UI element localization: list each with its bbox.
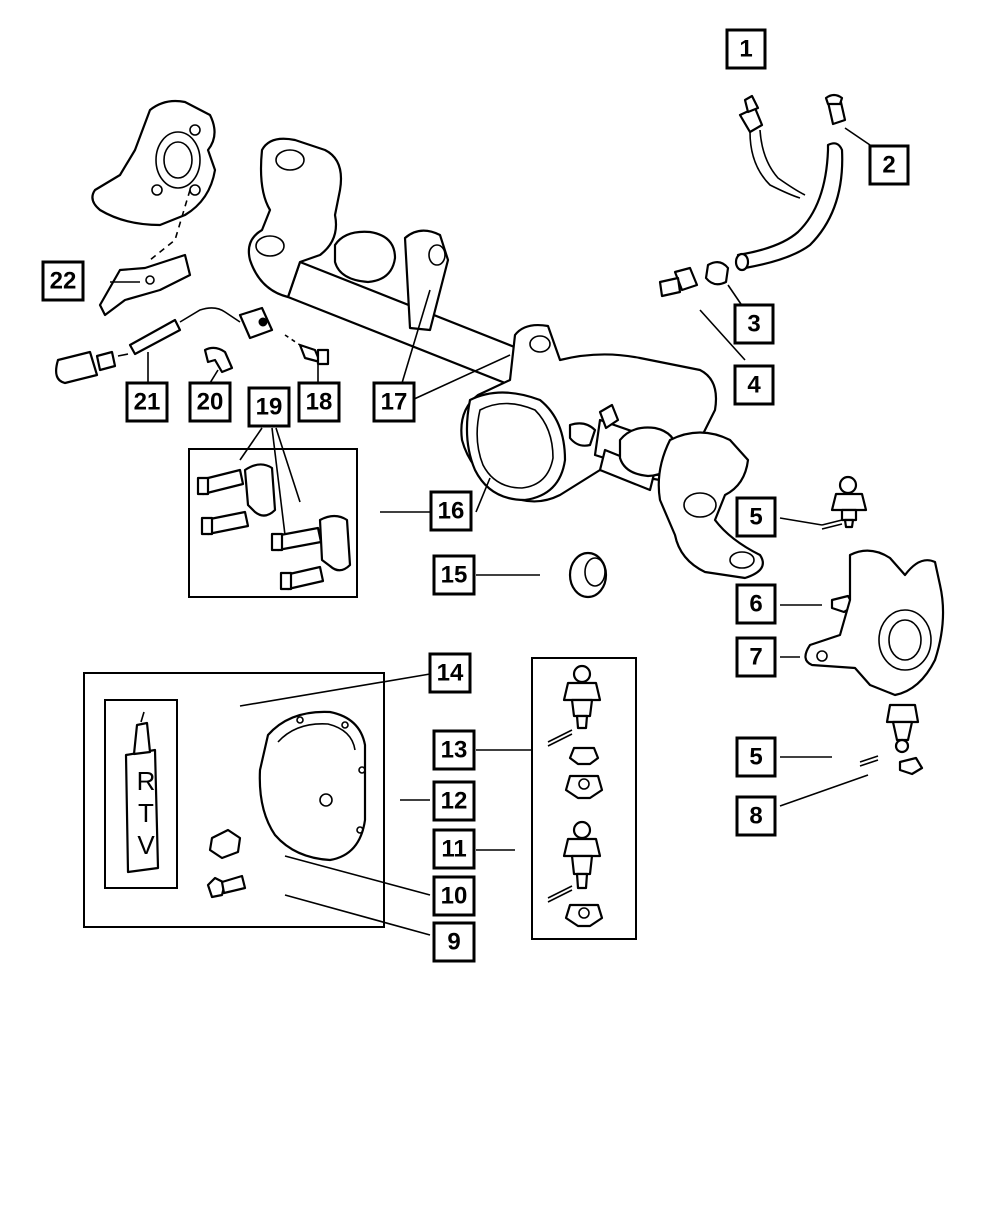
- callout-15: 15: [432, 554, 476, 596]
- callout-7: 7: [735, 636, 777, 678]
- svg-text:14: 14: [437, 660, 464, 687]
- bearing-caps-and-bolts: [196, 463, 352, 591]
- vent-fitting: [658, 266, 699, 298]
- rtv-letter-v: V: [137, 830, 155, 860]
- leader-lines: [110, 127, 871, 936]
- steering-knuckle-right: [804, 549, 945, 697]
- callout-8: 8: [735, 795, 777, 837]
- callout-21: 21: [125, 381, 169, 423]
- rtv-sealant-tube: R T V: [104, 699, 178, 889]
- callout-5-lower: 5: [735, 736, 777, 778]
- svg-text:18: 18: [306, 389, 333, 416]
- svg-text:9: 9: [447, 929, 460, 956]
- callout-22: 22: [41, 260, 85, 302]
- steering-knuckle-upper-left: [91, 99, 217, 261]
- svg-text:6: 6: [749, 591, 762, 618]
- hose-clamp: [704, 261, 730, 286]
- svg-text:22: 22: [50, 268, 77, 295]
- callout-6: 6: [735, 583, 777, 625]
- callout-3: 3: [733, 303, 775, 345]
- callout-14: 14: [428, 652, 472, 694]
- callout-5-upper: 5: [735, 496, 777, 538]
- differential-cover: [258, 710, 367, 862]
- callout-13: 13: [432, 729, 476, 771]
- cover-bolt: [206, 874, 247, 899]
- cotter-pin-lower: [859, 755, 879, 767]
- bolt-18: [284, 334, 330, 366]
- svg-text:20: 20: [197, 389, 224, 416]
- svg-text:3: 3: [747, 311, 760, 338]
- cover-kit-group-box: [83, 672, 385, 928]
- svg-text:8: 8: [749, 803, 762, 830]
- axle-seal: [568, 551, 608, 599]
- callout-1: 1: [725, 28, 767, 70]
- vent-tube: [734, 93, 847, 272]
- callout-20: 20: [188, 381, 232, 423]
- svg-text:19: 19: [256, 394, 283, 421]
- svg-text:21: 21: [134, 389, 161, 416]
- ball-joint-group-box: [531, 657, 637, 940]
- rtv-letter-r: R: [137, 766, 156, 796]
- callout-12: 12: [432, 780, 476, 822]
- castle-nut-8: [898, 756, 924, 776]
- axle-housing: [247, 137, 764, 580]
- svg-text:13: 13: [441, 737, 468, 764]
- clip: [203, 346, 234, 374]
- callout-11: 11: [432, 828, 476, 870]
- svg-text:7: 7: [749, 644, 762, 671]
- svg-text:4: 4: [747, 372, 761, 399]
- callout-19: 19: [247, 386, 291, 428]
- svg-text:1: 1: [739, 36, 752, 63]
- fill-plug: [208, 828, 242, 860]
- callout-4: 4: [733, 364, 775, 406]
- callout-16: 16: [429, 490, 473, 532]
- callout-17: 17: [372, 381, 416, 423]
- rtv-letter-t: T: [138, 798, 154, 828]
- svg-text:2: 2: [882, 152, 895, 179]
- svg-text:15: 15: [441, 562, 468, 589]
- cotter-pin-upper: [821, 519, 843, 530]
- svg-text:11: 11: [441, 836, 466, 863]
- dust-shield-bracket: [98, 253, 192, 317]
- svg-text:10: 10: [441, 883, 468, 910]
- ball-joint-kit-lower: [547, 820, 604, 928]
- svg-text:12: 12: [441, 788, 468, 815]
- svg-text:5: 5: [749, 744, 762, 771]
- callout-9: 9: [432, 921, 476, 963]
- bracket-bolt-group-box: [188, 448, 358, 598]
- ball-joint-upper-right: [830, 475, 868, 529]
- svg-text:16: 16: [438, 498, 465, 525]
- svg-text:17: 17: [381, 389, 408, 416]
- callout-10: 10: [432, 875, 476, 917]
- svg-text:5: 5: [749, 504, 762, 531]
- ball-joint-lower-right: [885, 703, 920, 754]
- abs-sensor-cable: [55, 306, 274, 385]
- callout-18: 18: [297, 381, 341, 423]
- ball-joint-kit-upper: [547, 664, 604, 800]
- callout-2: 2: [868, 144, 910, 186]
- vent-hose: [738, 94, 806, 199]
